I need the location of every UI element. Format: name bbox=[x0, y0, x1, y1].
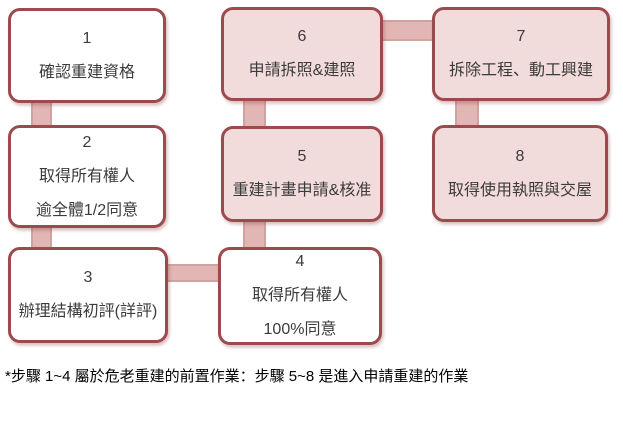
step-2-label-2: 逾全體1/2同意 bbox=[35, 201, 139, 219]
step-5-box: 5 重建計畫申請&核准 bbox=[221, 126, 383, 222]
connector-step2-step3 bbox=[31, 224, 52, 252]
footnote-text: *步驟 1~4 屬於危老重建的前置作業：步驟 5~8 是進入申請重建的作業 bbox=[5, 368, 469, 385]
step-8-box: 8 取得使用執照與交屋 bbox=[432, 125, 608, 222]
connector-step6-step7 bbox=[380, 20, 435, 41]
step-1-label: 確認重建資格 bbox=[38, 63, 135, 81]
step-6-label: 申請拆照&建照 bbox=[248, 62, 356, 79]
step-4-box: 4 取得所有權人 100%同意 bbox=[218, 247, 382, 345]
connector-step6-step5 bbox=[243, 98, 266, 130]
step-3-box: 3 辦理結構初評(詳評) bbox=[8, 247, 168, 343]
step-1-box: 1 確認重建資格 bbox=[8, 8, 166, 103]
step-4-number: 4 bbox=[295, 253, 305, 270]
step-2-label: 取得所有權人 bbox=[38, 167, 135, 185]
step-5-label: 重建計畫申請&核准 bbox=[232, 182, 372, 199]
step-5-number: 5 bbox=[297, 148, 307, 165]
connector-step1-step2 bbox=[31, 100, 52, 130]
step-6-number: 6 bbox=[297, 28, 307, 45]
step-7-number: 7 bbox=[516, 28, 526, 45]
step-3-number: 3 bbox=[83, 269, 93, 286]
step-4-label: 取得所有權人 bbox=[251, 287, 348, 304]
step-7-box: 7 拆除工程、動工興建 bbox=[432, 7, 610, 101]
connector-step5-step4 bbox=[243, 219, 266, 251]
step-7-label: 拆除工程、動工興建 bbox=[448, 62, 593, 79]
step-3-label: 辦理結構初評(詳評) bbox=[18, 303, 158, 320]
step-8-number: 8 bbox=[515, 147, 525, 165]
connector-step7-step8 bbox=[455, 98, 479, 129]
step-1-number: 1 bbox=[82, 29, 92, 47]
step-6-box: 6 申請拆照&建照 bbox=[221, 7, 383, 101]
step-4-label-2: 100%同意 bbox=[263, 321, 337, 338]
connector-step3-step4 bbox=[165, 264, 221, 282]
step-2-box: 2 取得所有權人 逾全體1/2同意 bbox=[8, 125, 166, 228]
step-8-label: 取得使用執照與交屋 bbox=[447, 181, 592, 199]
step-2-number: 2 bbox=[82, 133, 92, 151]
